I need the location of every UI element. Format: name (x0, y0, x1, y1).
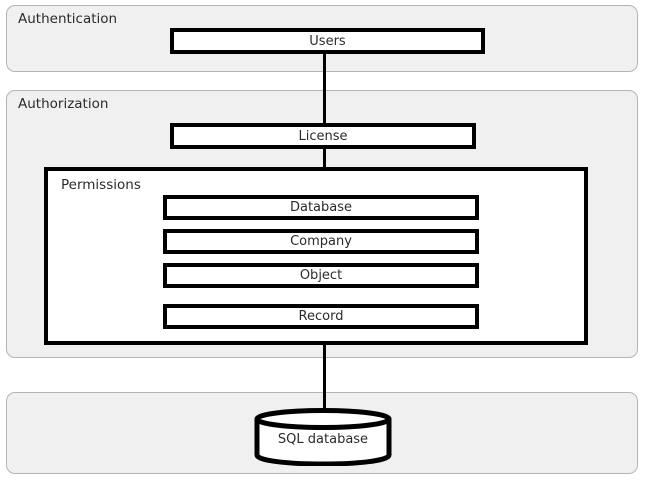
group-authentication-label: Authentication (18, 11, 118, 27)
node-permission-record[interactable]: Record (163, 304, 479, 329)
node-users[interactable]: Users (170, 28, 485, 54)
node-license-label: License (298, 128, 348, 144)
node-permission-company[interactable]: Company (163, 229, 479, 254)
node-license[interactable]: License (170, 123, 476, 149)
node-permission-object[interactable]: Object (163, 263, 479, 288)
group-authentication: Authentication (6, 5, 638, 72)
group-authorization-label: Authorization (18, 96, 109, 112)
node-permission-company-label: Company (290, 234, 352, 249)
node-sql-database[interactable]: SQL database (254, 408, 392, 466)
node-permission-record-label: Record (298, 309, 344, 324)
database-cylinder-icon (254, 408, 392, 466)
node-users-label: Users (309, 33, 346, 49)
permissions-label: Permissions (61, 177, 141, 193)
node-permission-database-label: Database (289, 200, 353, 215)
node-permission-object-label: Object (299, 268, 343, 283)
node-permission-database[interactable]: Database (163, 195, 479, 220)
